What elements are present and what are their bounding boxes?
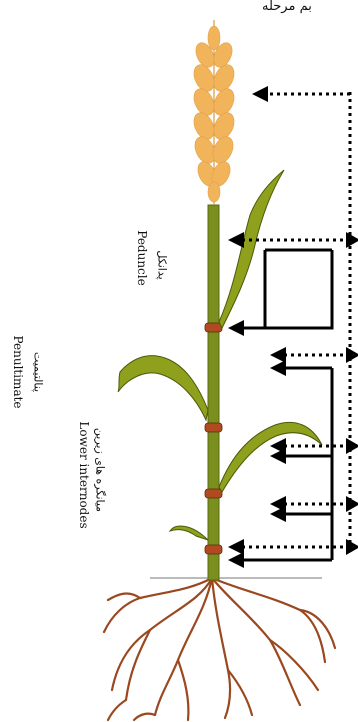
label-lower-en: Lower internodes [78, 421, 90, 528]
header-text: بم مرحله [262, 0, 312, 13]
wheat-spike-icon [190, 20, 238, 205]
stem-icon [208, 205, 219, 580]
label-peduncle-fa: پدانکل [157, 250, 168, 279]
label-penultimate-fa: پنالتیمیت [33, 352, 44, 392]
label-peduncle-en: Peduncle [136, 230, 148, 285]
label-lower-fa: میانگره های زیرین [95, 428, 106, 512]
node-icon [205, 423, 222, 432]
roots-icon [104, 578, 335, 720]
label-penultimate-en: Penultimate [12, 335, 24, 408]
node-icon [205, 323, 222, 332]
node-icon [205, 545, 222, 554]
dotted-arrow-icon [228, 86, 358, 568]
node-icon [205, 489, 222, 498]
